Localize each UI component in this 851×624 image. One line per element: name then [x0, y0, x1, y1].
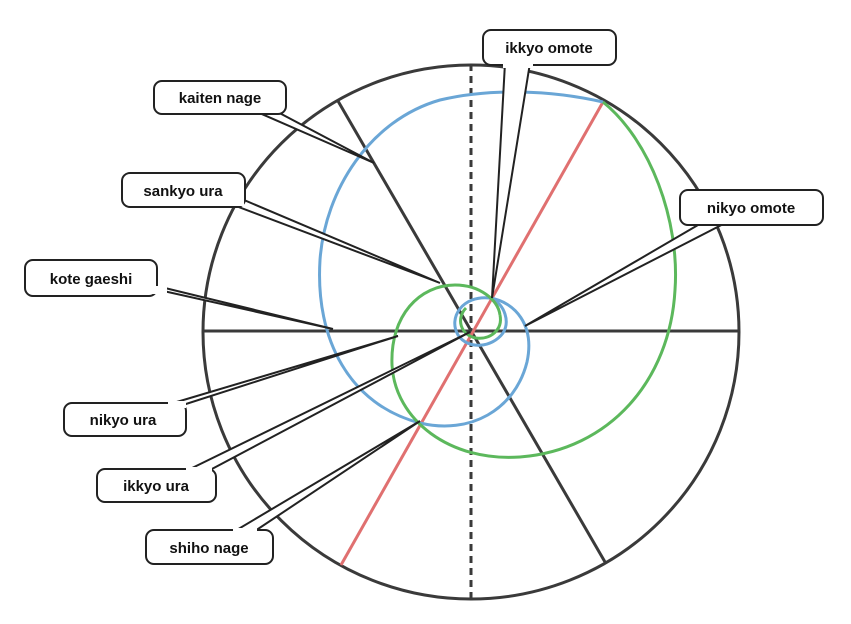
label-shiho-nage: shiho nage	[169, 540, 248, 557]
callout-nikyo-ura: nikyo ura	[63, 335, 399, 437]
callout-kaiten-nage: kaiten nage	[153, 80, 375, 164]
label-nikyo-ura: nikyo ura	[90, 412, 157, 429]
callout-ikkyo-ura: ikkyo ura	[96, 331, 471, 503]
label-ikkyo-omote: ikkyo omote	[505, 40, 593, 57]
blue-spiral-outer	[318, 90, 604, 428]
callout-sankyo-ura: sankyo ura	[121, 172, 441, 284]
blue-spiral-inner	[453, 296, 508, 347]
label-ikkyo-ura: ikkyo ura	[123, 478, 190, 495]
label-kote-gaeshi: kote gaeshi	[50, 271, 133, 288]
callout-ikkyo-omote: ikkyo omote	[482, 29, 617, 299]
callout-kote-gaeshi: kote gaeshi	[24, 259, 334, 330]
callout-nikyo-omote: nikyo omote	[524, 189, 824, 327]
callout-shiho-nage: shiho nage	[145, 420, 421, 565]
label-nikyo-omote: nikyo omote	[707, 200, 795, 217]
green-spiral-inner	[459, 306, 502, 340]
red-diagonal-axis	[339, 101, 605, 566]
label-kaiten-nage: kaiten nage	[179, 90, 262, 107]
label-sankyo-ura: sankyo ura	[143, 183, 223, 200]
